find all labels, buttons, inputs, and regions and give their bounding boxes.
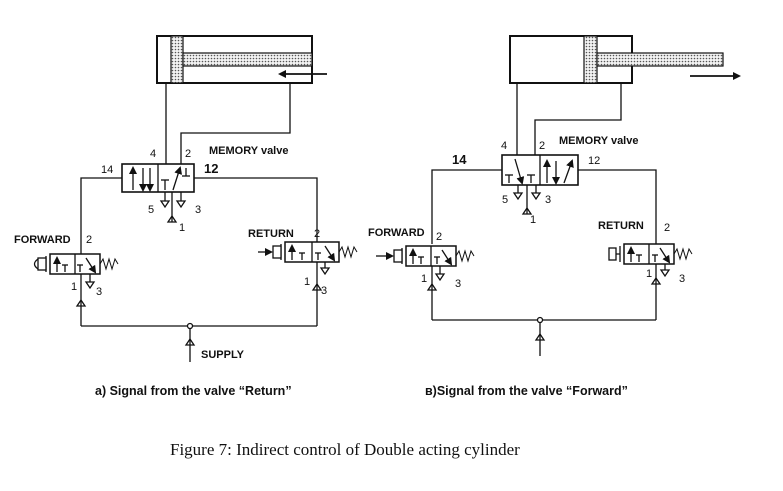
- memory-label-a: MEMORY valve: [209, 145, 288, 157]
- return-port-1-b: 1: [646, 268, 652, 280]
- figure-caption: Figure 7: Indirect control of Double act…: [170, 440, 520, 459]
- supply-label-a: SUPPLY: [201, 349, 245, 361]
- return-valve-b: [608, 243, 693, 265]
- memory-label-b: MEMORY valve: [559, 135, 638, 147]
- return-port-2-b: 2: [664, 222, 670, 234]
- memory-valve-b: [501, 154, 579, 186]
- memory-port-3-b: 3: [545, 194, 551, 206]
- forward-valve-a: [33, 253, 119, 275]
- return-port-3-b: 3: [679, 273, 685, 285]
- memory-port-2-a: 2: [185, 148, 191, 160]
- memory-port-2-b: 2: [539, 140, 545, 152]
- return-label-a: RETURN: [248, 228, 294, 240]
- memory-port-14-a: 14: [101, 164, 113, 176]
- memory-port-14-b: 14: [452, 152, 467, 167]
- forward-port-3-a: 3: [96, 286, 102, 298]
- return-valve-a: [258, 241, 358, 263]
- panel-b: [376, 35, 741, 356]
- memory-port-12-b: 12: [588, 155, 600, 167]
- forward-label-a: FORWARD: [14, 234, 71, 246]
- memory-port-4-a: 4: [150, 148, 156, 160]
- forward-port-1-a: 1: [71, 281, 77, 293]
- forward-port-1-b: 1: [421, 273, 427, 285]
- panel-a: [33, 35, 358, 362]
- memory-port-1-b: 1: [530, 214, 536, 226]
- forward-valve-b: [376, 245, 475, 267]
- forward-port-2-a: 2: [86, 234, 92, 246]
- panel-b-labels: 4 2 MEMORY valve 14 12 5 3 1 FORWARD 2 1…: [368, 135, 685, 398]
- memory-port-5-b: 5: [502, 194, 508, 206]
- return-port-2-a: 2: [314, 228, 320, 240]
- forward-port-2-b: 2: [436, 231, 442, 243]
- cylinder-a: [156, 35, 313, 84]
- memory-port-12-a: 12: [204, 161, 218, 176]
- memory-port-5-a: 5: [148, 204, 154, 216]
- memory-valve-a: [121, 163, 195, 193]
- return-port-1-a: 1: [304, 276, 310, 288]
- memory-port-4-b: 4: [501, 140, 507, 152]
- memory-port-1-a: 1: [179, 222, 185, 234]
- panel-a-labels: 4 2 MEMORY valve 14 12 5 3 1 FORWARD 2 1…: [14, 145, 327, 398]
- forward-port-3-b: 3: [455, 278, 461, 290]
- forward-label-b: FORWARD: [368, 227, 425, 239]
- return-port-3-a: 3: [321, 285, 327, 297]
- return-label-b: RETURN: [598, 220, 644, 232]
- cylinder-b: [509, 35, 724, 84]
- memory-port-3-a: 3: [195, 204, 201, 216]
- panel-b-caption: ʙ)Signal from the valve “Forward”: [425, 384, 628, 398]
- panel-a-caption: a) Signal from the valve “Return”: [95, 384, 292, 398]
